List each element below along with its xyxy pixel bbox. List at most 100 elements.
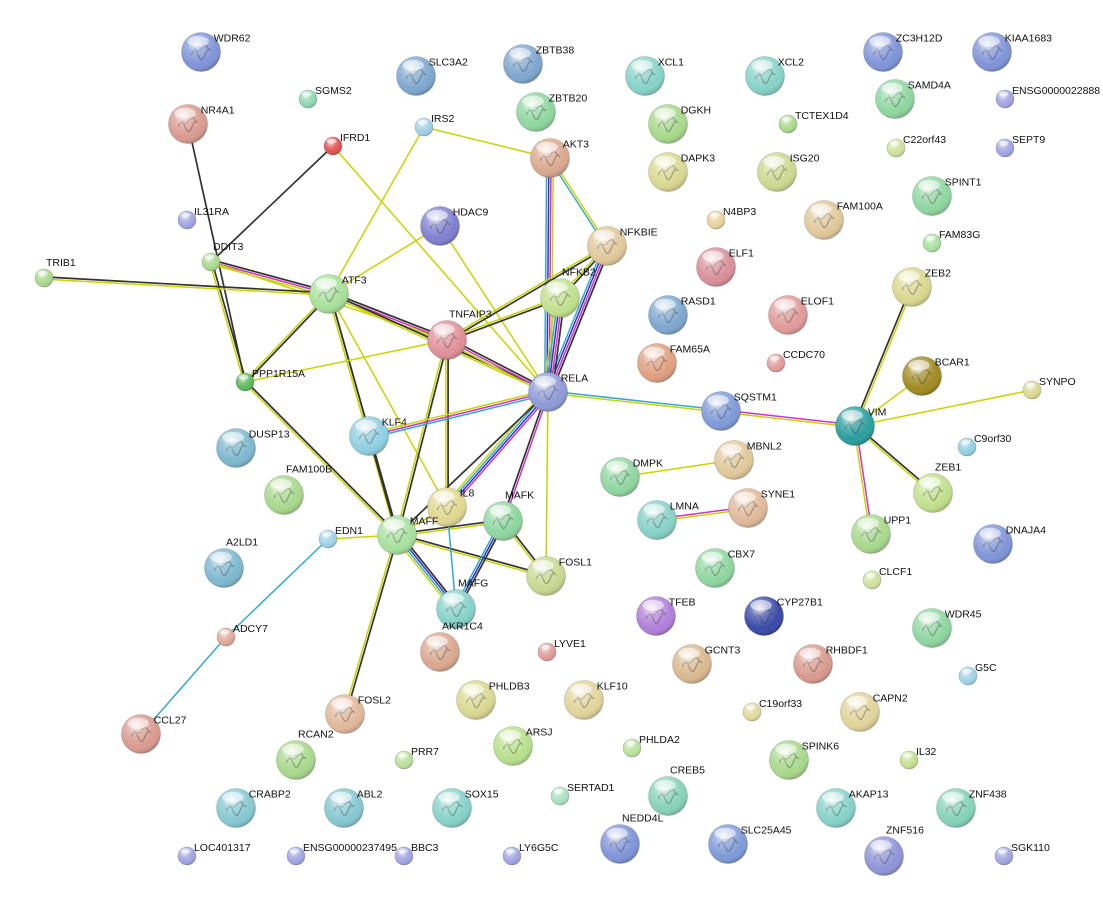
node-fam65a[interactable]: FAM65A: [637, 343, 711, 383]
node-arsj[interactable]: ARSJ: [493, 726, 553, 766]
node-fam100b[interactable]: FAM100B: [264, 464, 333, 515]
node-cbx7[interactable]: CBX7: [695, 548, 756, 588]
node-ppp1r15a[interactable]: PPP1R15A: [235, 368, 305, 392]
node-kiaa1683[interactable]: KIAA1683: [972, 32, 1053, 72]
node-slc3a2[interactable]: SLC3A2: [396, 56, 468, 96]
node-sertad1[interactable]: SERTAD1: [550, 782, 615, 806]
edge-irs2-akt3[interactable]: [423, 126, 551, 159]
node-dapk3[interactable]: DAPK3: [648, 152, 716, 192]
node-mafk[interactable]: MAFK: [483, 490, 535, 541]
node-znf438[interactable]: ZNF438: [936, 788, 1007, 828]
edge-nfkbie-rela[interactable]: [544, 244, 611, 395]
node-elof1[interactable]: ELOF1: [768, 295, 835, 335]
node-rcan2[interactable]: RCAN2: [276, 729, 334, 780]
node-fam100a[interactable]: FAM100A: [804, 200, 883, 240]
node-cyp27b1[interactable]: CYP27B1: [744, 596, 823, 636]
node-sox15[interactable]: SOX15: [432, 788, 499, 828]
node-fam83g[interactable]: FAM83G: [922, 229, 980, 253]
node-edn1[interactable]: EDN1: [318, 525, 363, 549]
node-rhbdf1[interactable]: RHBDF1: [793, 644, 868, 684]
node-adcy7[interactable]: ADCY7: [216, 623, 268, 647]
node-spint1[interactable]: SPINT1: [912, 176, 982, 216]
node-loc401317[interactable]: LOC401317: [177, 842, 251, 866]
edge-vim-synpo[interactable]: [854, 389, 1033, 427]
node-ccdc70[interactable]: CCDC70: [766, 349, 825, 373]
node-hdac9[interactable]: HDAC9: [420, 206, 489, 246]
node-syne1[interactable]: SYNE1: [728, 488, 796, 528]
node-g5c[interactable]: G5C: [958, 662, 997, 686]
edge-ifrd1-rela[interactable]: [332, 145, 549, 393]
node-c22orf43[interactable]: C22orf43: [886, 134, 946, 158]
edge-nfkb2-tnfaip3[interactable]: [445, 296, 562, 342]
node-znf516[interactable]: ZNF516: [864, 825, 925, 876]
node-capn2[interactable]: CAPN2: [840, 692, 908, 732]
edge-tnfaip3-il8[interactable]: [445, 339, 449, 508]
edge-hdac9-atf3[interactable]: [328, 225, 441, 295]
node-wdr45[interactable]: WDR45: [912, 608, 982, 648]
node-phlda2[interactable]: PHLDA2: [622, 734, 680, 758]
node-zeb2[interactable]: ZEB2: [892, 267, 952, 307]
node-akt3[interactable]: AKT3: [530, 138, 590, 178]
node-tfeb[interactable]: TFEB: [636, 596, 696, 636]
node-prr7[interactable]: PRR7: [394, 746, 439, 770]
edge-atf3-il8[interactable]: [328, 293, 448, 508]
node-sgk110[interactable]: SGK110: [994, 842, 1050, 866]
node-tnfaip3[interactable]: TNFAIP3: [427, 309, 492, 360]
node-dusp13[interactable]: DUSP13: [216, 428, 290, 468]
node-atf3[interactable]: ATF3: [309, 274, 367, 314]
node-ensg00000237495[interactable]: ENSG00000237495: [286, 842, 397, 866]
node-ddit3[interactable]: DDIT3: [201, 241, 243, 272]
node-creb5[interactable]: CREB5: [648, 765, 706, 816]
node-rela[interactable]: RELA: [528, 372, 589, 412]
edge-nfkbie-tnfaip3[interactable]: [445, 244, 609, 342]
node-akr1c4[interactable]: AKR1C4: [420, 621, 484, 672]
node-nedd4l[interactable]: NEDD4L: [600, 813, 664, 864]
edge-rela-fosl1[interactable]: [545, 391, 549, 577]
node-nfkbie[interactable]: NFKBIE: [587, 226, 658, 266]
node-elf1[interactable]: ELF1: [696, 247, 754, 287]
node-spink6[interactable]: SPINK6: [769, 740, 840, 780]
edge-irs2-atf3[interactable]: [328, 126, 425, 295]
node-sept9[interactable]: SEPT9: [995, 134, 1045, 158]
edge-rela-sqstm1[interactable]: [547, 390, 722, 413]
node-c9orf30[interactable]: C9orf30: [957, 433, 1011, 457]
node-c19orf33[interactable]: C19orf33: [742, 698, 802, 722]
edge-vim-zeb2[interactable]: [853, 285, 914, 428]
node-maff[interactable]: MAFF: [377, 515, 439, 555]
edge-maff-fosl2[interactable]: [343, 533, 399, 716]
node-trib1[interactable]: TRIB1: [34, 257, 76, 288]
node-ccl27[interactable]: CCL27: [121, 714, 187, 754]
node-n4bp3[interactable]: N4BP3: [706, 206, 756, 230]
node-slc25a45[interactable]: SLC25A45: [708, 824, 792, 864]
node-abl2[interactable]: ABL2: [324, 788, 383, 828]
node-isg20[interactable]: ISG20: [757, 152, 820, 192]
edge-ifrd1-ddit3[interactable]: [210, 145, 334, 263]
node-ensg0000022888[interactable]: ENSG0000022888: [995, 85, 1100, 109]
node-xcl1[interactable]: XCL1: [625, 56, 685, 96]
edge-maff-fosl1[interactable]: [395, 533, 548, 578]
node-dgkh[interactable]: DGKH: [648, 104, 712, 144]
node-gcnt3[interactable]: GCNT3: [672, 644, 741, 684]
node-nr4a1[interactable]: NR4A1: [168, 104, 235, 144]
node-vim[interactable]: VIM: [835, 406, 887, 446]
edge-trib1-atf3[interactable]: [43, 276, 330, 296]
node-il32[interactable]: IL32: [899, 746, 937, 770]
edge-rela-maff[interactable]: [396, 391, 549, 536]
node-sgms2[interactable]: SGMS2: [298, 85, 352, 109]
node-ifrd1[interactable]: IFRD1: [323, 132, 370, 156]
edge-rela-il8[interactable]: [443, 389, 552, 510]
edge-ddit3-atf3[interactable]: [209, 259, 331, 297]
edge-tnfaip3-ppp1r15a[interactable]: [244, 339, 448, 383]
node-upp1[interactable]: UPP1: [851, 514, 912, 554]
edge-rela-mafk[interactable]: [501, 390, 550, 523]
node-zeb1[interactable]: ZEB1: [913, 462, 962, 513]
node-zc3h12d[interactable]: ZC3H12D: [863, 32, 943, 72]
edge-edn1-adcy7[interactable]: [225, 538, 329, 638]
node-dmpk[interactable]: DMPK: [600, 457, 664, 497]
node-phldb3[interactable]: PHLDB3: [456, 680, 530, 720]
node-klf10[interactable]: KLF10: [564, 680, 628, 720]
node-akap13[interactable]: AKAP13: [816, 788, 889, 828]
node-ly6g5c[interactable]: LY6G5C: [502, 842, 559, 866]
node-wdr62[interactable]: WDR62: [181, 32, 251, 72]
node-il8[interactable]: IL8: [427, 487, 475, 527]
